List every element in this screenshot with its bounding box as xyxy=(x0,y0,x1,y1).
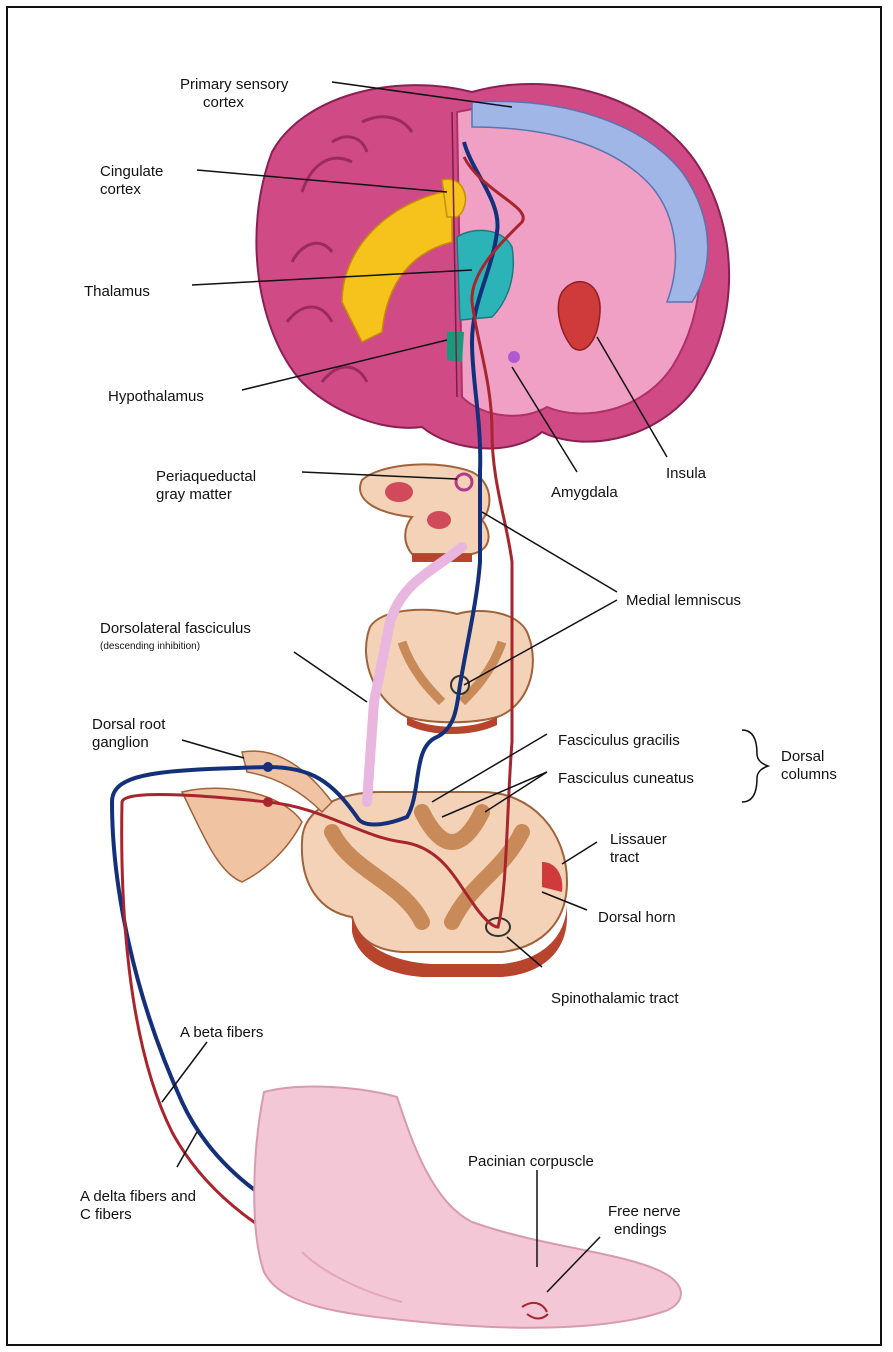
label-a-delta-fibers: A delta fibers and xyxy=(80,1188,196,1205)
label-lissauer-tract: Lissauer xyxy=(610,831,667,848)
label-insula: Insula xyxy=(666,465,706,482)
label-a-delta-fibers-2: C fibers xyxy=(80,1206,132,1223)
label-lissauer-tract-2: tract xyxy=(610,849,639,866)
dorsal-columns-bracket xyxy=(742,730,768,802)
label-periaqueductal-2: gray matter xyxy=(156,486,232,503)
label-dorsal-root-ganglion-2: ganglion xyxy=(92,734,149,751)
label-fasciculus-gracilis: Fasciculus gracilis xyxy=(558,732,680,749)
label-pacinian-corpuscle: Pacinian corpuscle xyxy=(468,1153,594,1170)
label-fasciculus-cuneatus: Fasciculus cuneatus xyxy=(558,770,694,787)
label-free-nerve-endings-2: endings xyxy=(614,1221,667,1238)
label-primary-sensory-cortex-2: cortex xyxy=(203,94,244,111)
label-hypothalamus: Hypothalamus xyxy=(108,388,204,405)
label-dorsolateral-fasciculus: Dorsolateral fasciculus xyxy=(100,620,251,637)
label-dorsal-horn: Dorsal horn xyxy=(598,909,676,926)
label-cingulate-cortex-2: cortex xyxy=(100,181,141,198)
midbrain-section xyxy=(360,464,489,562)
label-dorsolateral-note: (descending inhibition) xyxy=(100,641,200,653)
label-amygdala: Amygdala xyxy=(551,484,618,501)
pain-pathway-illustration xyxy=(8,8,884,1348)
label-dorsal-columns: Dorsal xyxy=(781,748,824,765)
label-thalamus: Thalamus xyxy=(84,283,150,300)
label-primary-sensory-cortex: Primary sensory xyxy=(180,76,288,93)
diagram-frame: Primary sensory cortex Cingulate cortex … xyxy=(6,6,882,1346)
label-dorsal-columns-2: columns xyxy=(781,766,837,783)
label-dorsal-root-ganglion: Dorsal root xyxy=(92,716,165,733)
brain xyxy=(256,84,729,448)
label-cingulate-cortex: Cingulate xyxy=(100,163,163,180)
label-free-nerve-endings: Free nerve xyxy=(608,1203,681,1220)
label-a-beta-fibers: A beta fibers xyxy=(180,1024,263,1041)
label-medial-lemniscus: Medial lemniscus xyxy=(626,592,741,609)
label-periaqueductal: Periaqueductal xyxy=(156,468,256,485)
label-spinothalamic-tract: Spinothalamic tract xyxy=(551,990,679,1007)
